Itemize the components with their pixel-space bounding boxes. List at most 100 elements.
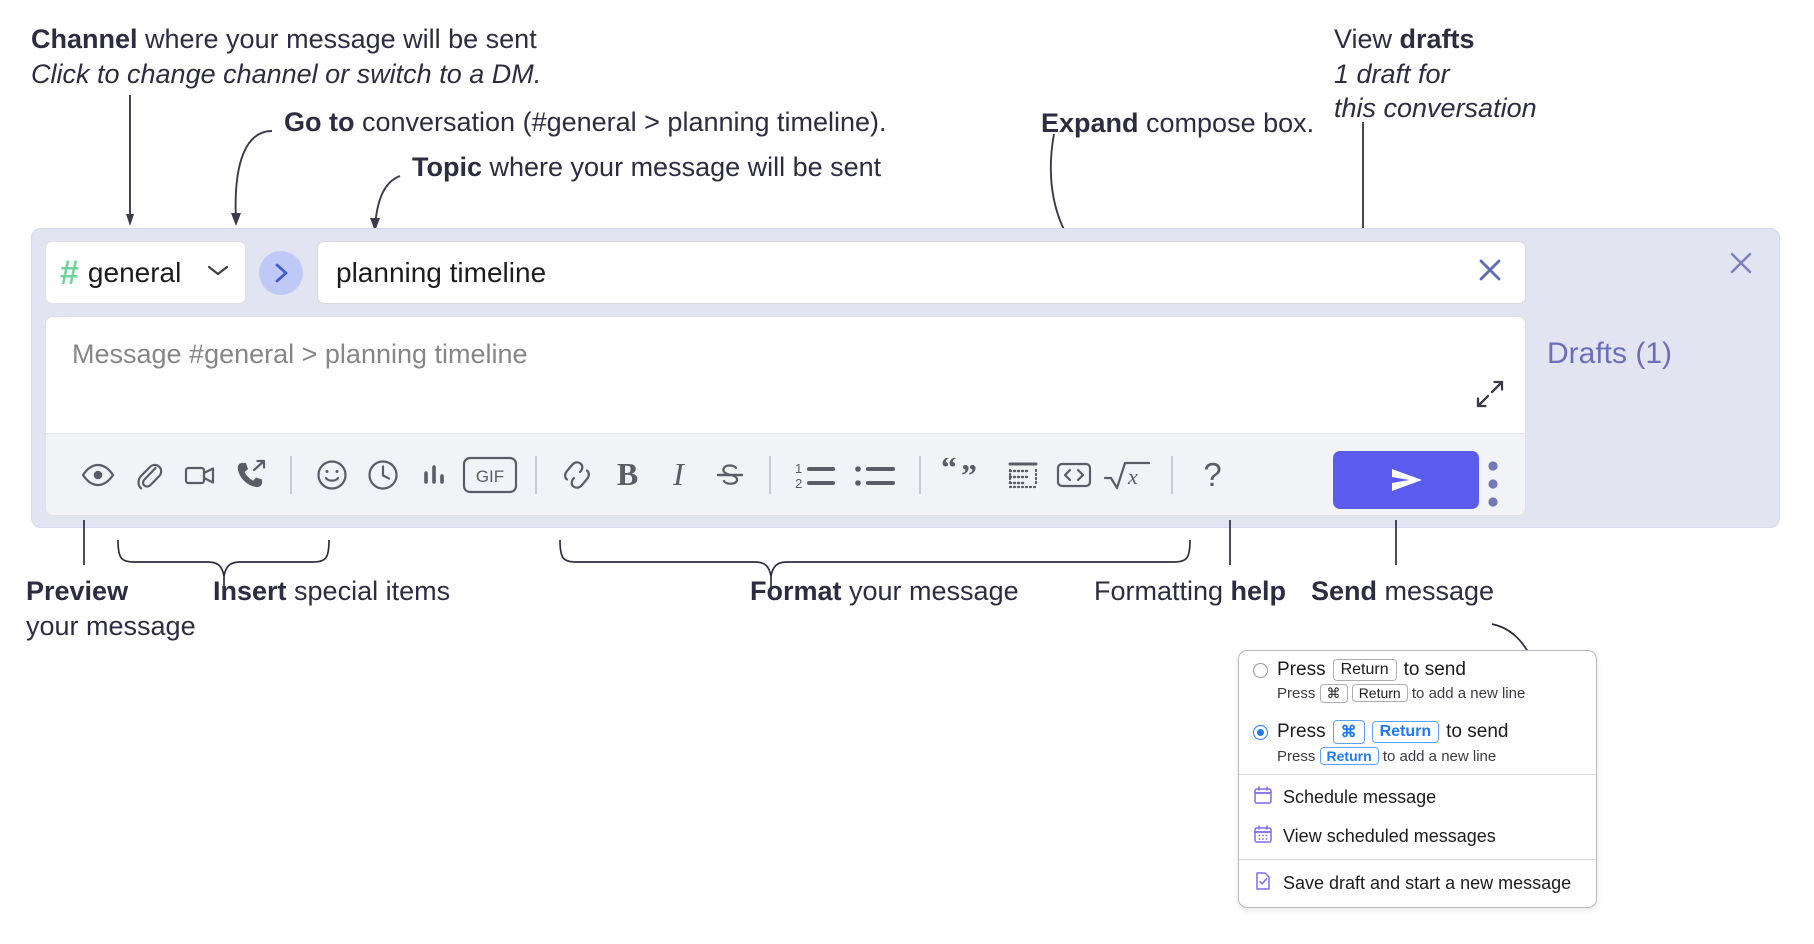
radio-selected-icon[interactable]: [1253, 724, 1268, 740]
annotation-help: Formatting help: [1094, 574, 1286, 609]
send-button[interactable]: [1333, 451, 1479, 509]
help-icon[interactable]: ?: [1187, 449, 1238, 500]
annotation-help-plain: Formatting: [1094, 576, 1231, 606]
message-box: Message #general > planning timeline: [45, 316, 1526, 516]
bullet-list-icon[interactable]: [845, 449, 905, 500]
menu-item-view-scheduled-messages[interactable]: View scheduled messages: [1239, 817, 1596, 859]
menu-option-return-to-send[interactable]: Press Return to send: [1239, 651, 1596, 681]
annotation-channel-italic: Click to change channel or switch to a D…: [31, 58, 542, 89]
menu-item-label: Save draft and start a new message: [1283, 873, 1572, 893]
option2-sub-post: to add a new line: [1382, 748, 1497, 765]
annotation-send-rest: message: [1377, 576, 1495, 606]
annotation-drafts-plain: View: [1334, 24, 1400, 54]
attachment-icon[interactable]: [123, 449, 174, 500]
expand-icon[interactable]: [1475, 379, 1505, 414]
menu-option-cmd-return-to-send[interactable]: Press ⌘ Return to send: [1239, 712, 1596, 744]
annotation-preview-rest: your message: [26, 610, 196, 641]
menu-divider: [1239, 859, 1596, 860]
svg-text:x: x: [1127, 464, 1138, 489]
toolbar-separator: [290, 455, 292, 494]
emoji-icon[interactable]: [306, 449, 357, 500]
annotation-expand: Expand compose box.: [1041, 106, 1314, 141]
annotation-preview: Preview your message: [26, 574, 196, 643]
bold-icon[interactable]: B: [602, 449, 653, 500]
menu-option2-hint: Press Return to add a new line: [1239, 744, 1596, 774]
annotation-drafts-italic2: this conversation: [1334, 93, 1537, 124]
option1-pre: Press: [1277, 659, 1326, 680]
annotation-insert-rest: special items: [286, 576, 451, 606]
preview-icon[interactable]: [72, 449, 123, 500]
toolbar-separator: [919, 455, 921, 494]
phone-call-icon[interactable]: [225, 449, 276, 500]
menu-item-label: Schedule message: [1283, 787, 1437, 807]
blockquote-icon[interactable]: “ ”: [935, 449, 997, 500]
drafts-link[interactable]: Drafts (1): [1547, 337, 1673, 370]
annotation-expand-rest: compose box.: [1138, 108, 1315, 138]
annotation-drafts-bold: drafts: [1399, 24, 1475, 54]
kbd-command: ⌘: [1332, 720, 1365, 744]
annotation-drafts-italic1: 1 draft for: [1334, 58, 1450, 89]
calendar-schedule-icon: [1253, 785, 1273, 810]
annotation-topic: Topic where your message will be sent: [412, 150, 881, 185]
save-draft-icon: [1253, 871, 1273, 896]
channel-selector[interactable]: # general: [45, 241, 246, 304]
svg-text:2: 2: [795, 476, 802, 491]
annotation-channel-rest: where your message will be sent: [137, 24, 537, 54]
menu-item-save-draft[interactable]: Save draft and start a new message: [1239, 860, 1596, 907]
code-block-icon[interactable]: [997, 449, 1048, 500]
clear-topic-icon[interactable]: [1473, 253, 1507, 292]
channel-name-label: general: [87, 256, 182, 288]
annotation-format-rest: your message: [841, 576, 1019, 606]
chevron-down-icon: [205, 262, 231, 283]
video-camera-icon[interactable]: [174, 449, 225, 500]
annotation-goto-rest: conversation (#general > planning timeli…: [354, 107, 887, 137]
kbd-return: Return: [1371, 721, 1440, 743]
menu-option1-hint: Press ⌘ Return to add a new line: [1239, 681, 1596, 712]
menu-item-label: View scheduled messages: [1283, 826, 1496, 846]
annotation-insert: Insert special items: [213, 574, 450, 609]
annotation-expand-bold: Expand: [1041, 108, 1139, 138]
annotation-format-bold: Format: [750, 576, 842, 606]
strikethrough-icon[interactable]: [704, 449, 755, 500]
calendar-grid-icon: [1253, 824, 1273, 849]
option2-pre: Press: [1277, 721, 1326, 742]
option1-post: to send: [1403, 659, 1466, 680]
composer-inner: # general planning timeline: [45, 241, 1526, 516]
kbd-return: Return: [1332, 659, 1397, 681]
option2-post: to send: [1446, 721, 1509, 742]
gif-icon[interactable]: GIF: [459, 449, 521, 500]
toolbar-separator: [535, 455, 537, 494]
gif-label: GIF: [476, 467, 504, 486]
goto-conversation-button[interactable]: [259, 251, 303, 295]
clock-icon[interactable]: [357, 449, 408, 500]
formatting-toolbar: GIF B I: [46, 433, 1525, 515]
menu-divider: [1239, 774, 1596, 775]
bold-label: B: [616, 456, 639, 492]
inline-code-icon[interactable]: [1048, 449, 1099, 500]
topic-input[interactable]: planning timeline: [317, 241, 1526, 304]
compose-options-menu: Press Return to send Press ⌘ Return to a…: [1238, 650, 1597, 908]
message-input[interactable]: Message #general > planning timeline: [72, 339, 528, 369]
poll-bar-chart-icon[interactable]: [408, 449, 459, 500]
link-icon[interactable]: [551, 449, 602, 500]
menu-item-schedule-message[interactable]: Schedule message: [1239, 775, 1596, 817]
annotation-channel: Channel where your message will be sent …: [31, 22, 541, 91]
option1-sub-post: to add a new line: [1411, 685, 1526, 702]
annotation-format: Format your message: [750, 574, 1019, 609]
annotation-channel-bold: Channel: [31, 24, 138, 54]
option1-sub-pre: Press: [1277, 685, 1316, 702]
italic-icon[interactable]: I: [653, 449, 704, 500]
help-label: ?: [1203, 455, 1222, 493]
radio-unselected-icon[interactable]: [1253, 662, 1268, 678]
annotation-topic-bold: Topic: [412, 152, 482, 182]
compose-options-menu-button[interactable]: [1480, 457, 1506, 516]
close-icon[interactable]: [1725, 247, 1757, 284]
svg-text:“: “: [941, 458, 957, 485]
kbd-return: Return: [1351, 684, 1408, 702]
ordered-list-icon[interactable]: 1 2: [785, 449, 845, 500]
svg-text:1: 1: [795, 461, 802, 476]
math-icon[interactable]: x: [1099, 449, 1157, 500]
toolbar-separator: [769, 455, 771, 494]
context-row: # general planning timeline: [45, 241, 1526, 304]
annotation-goto: Go to conversation (#general > planning …: [284, 105, 887, 140]
